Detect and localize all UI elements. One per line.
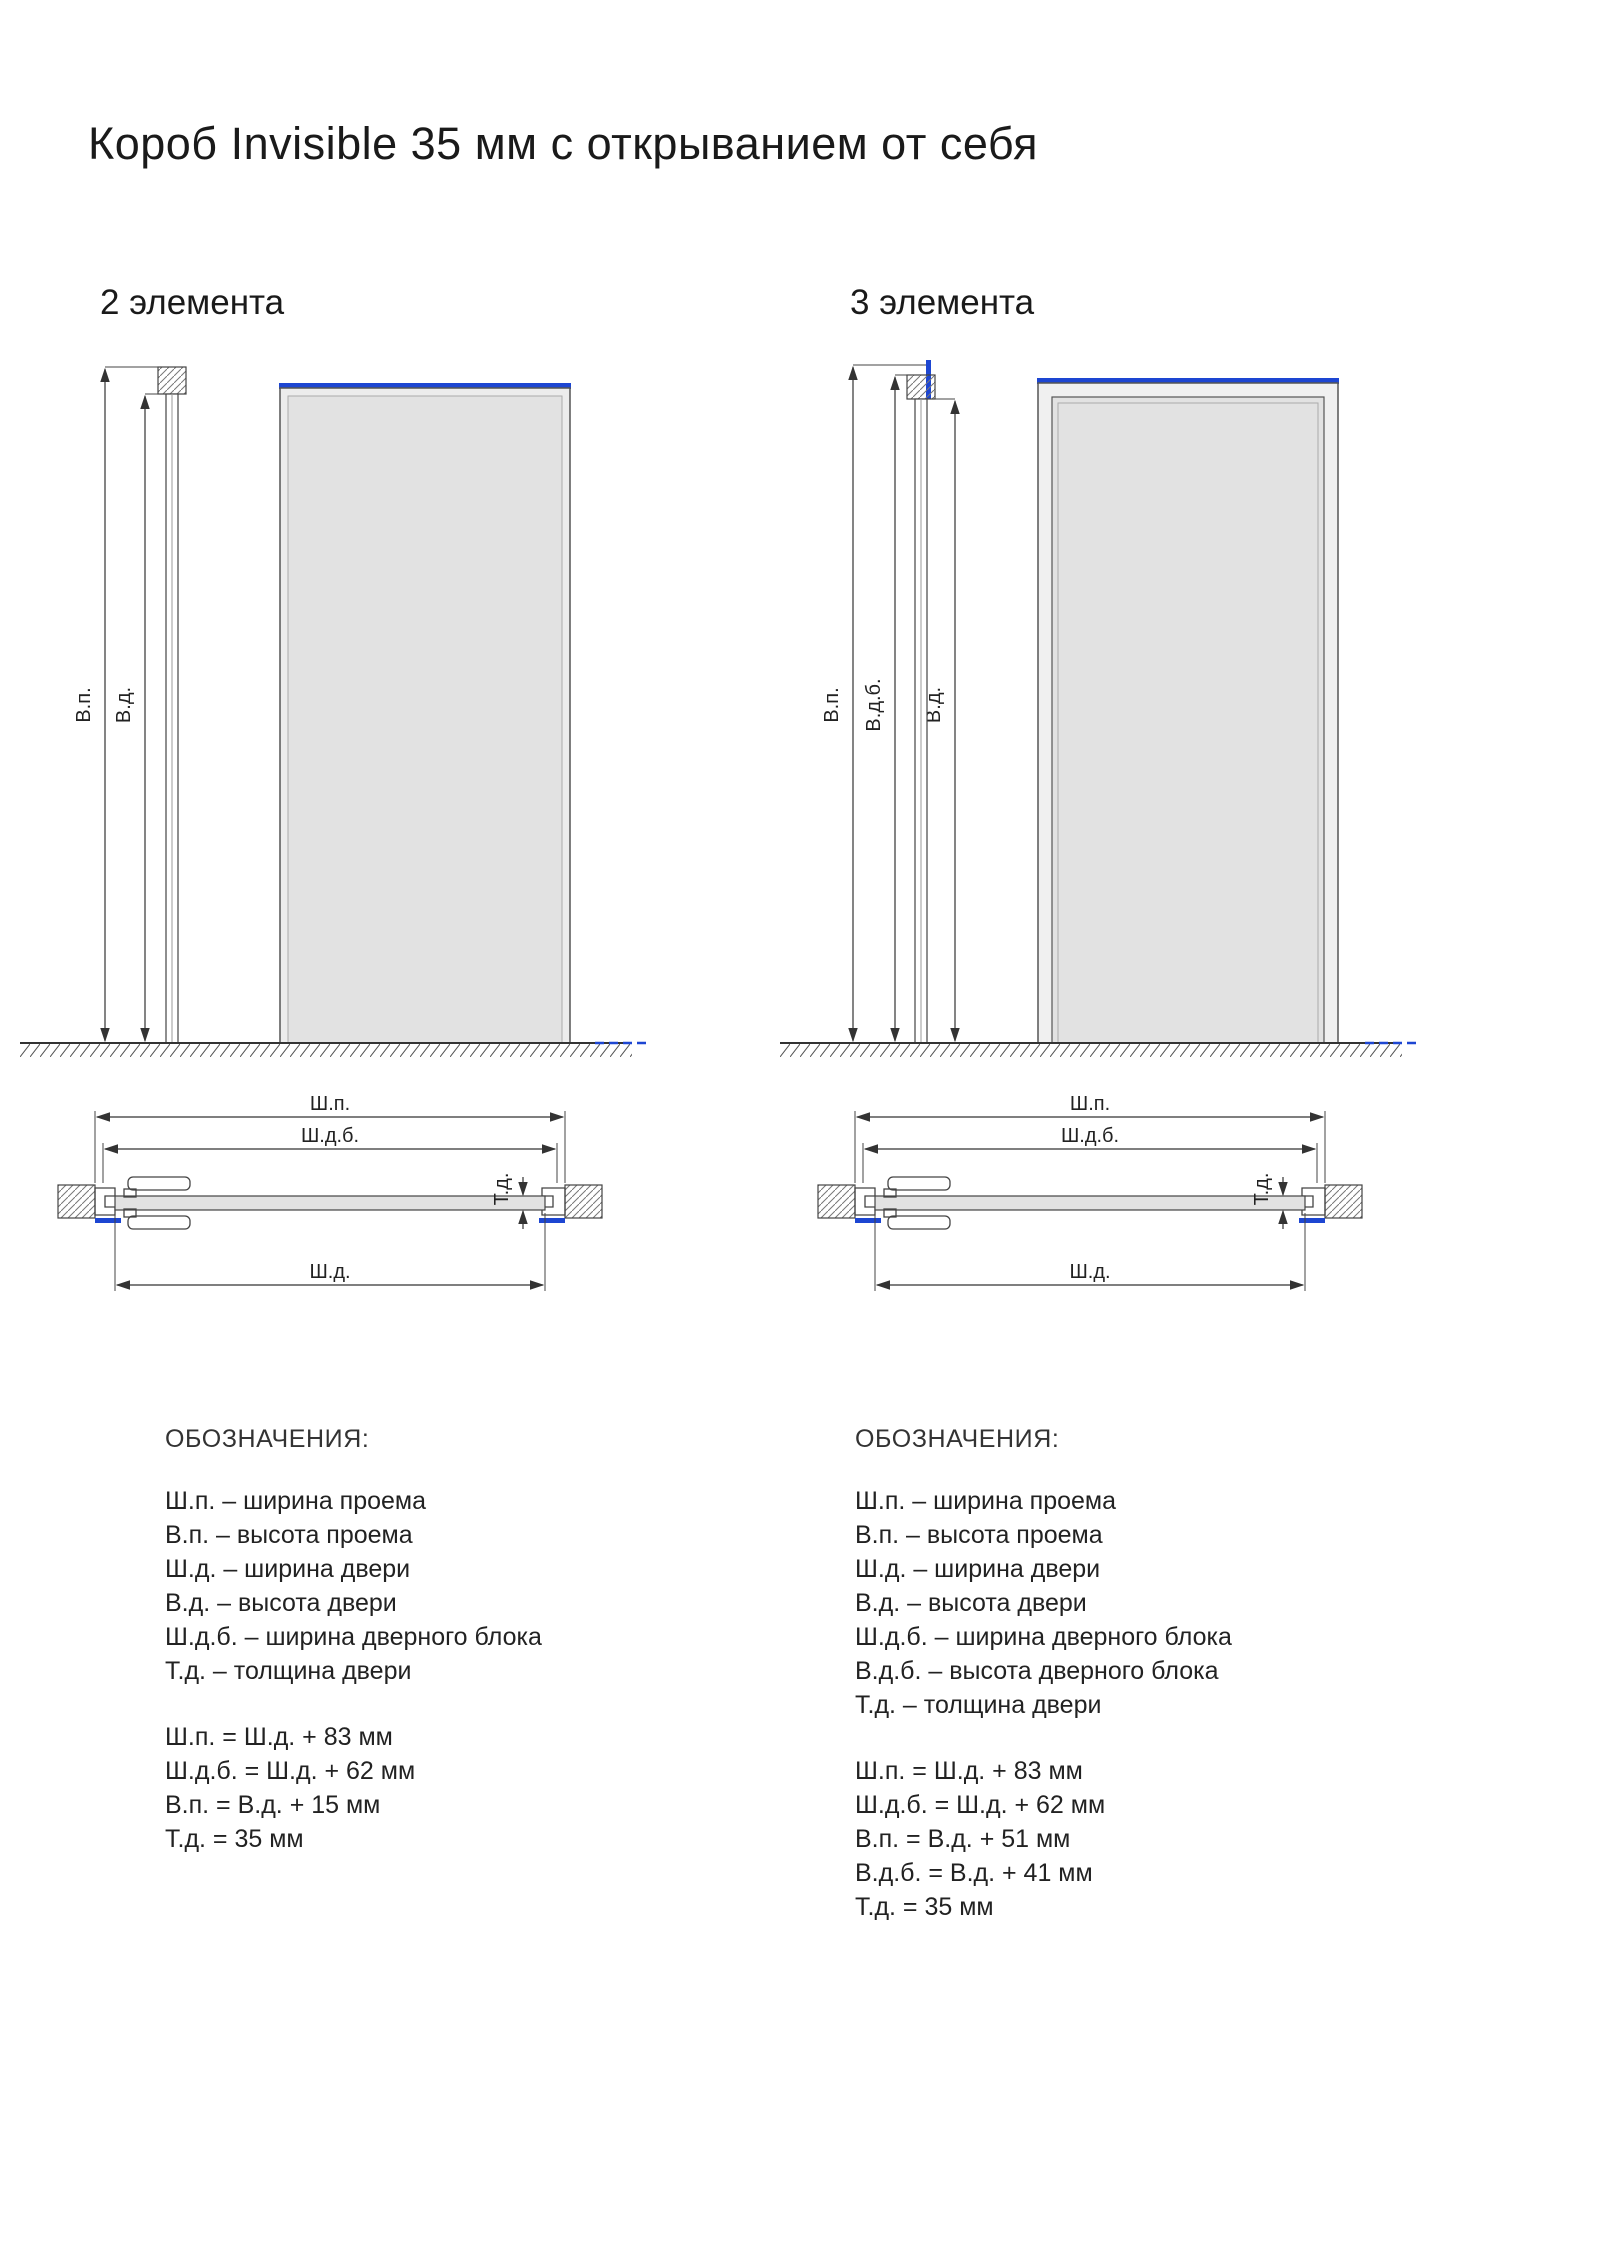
dim-label-shd: Ш.д. xyxy=(309,1261,350,1283)
door-elevation xyxy=(279,383,571,1044)
frame-jamb-left xyxy=(94,1187,121,1223)
legend-formula: Ш.п. = Ш.д. + 83 мм xyxy=(165,1723,393,1751)
legend-definition: В.д.б. – высота дверного блока xyxy=(855,1657,1219,1685)
legend-formulas: Ш.п. = Ш.д. + 83 мм Ш.д.б. = Ш.д. + 62 м… xyxy=(855,1754,1375,1924)
page-title: Короб Invisible 35 мм с открыванием от с… xyxy=(88,118,1038,169)
dimension-vd: В.д. xyxy=(923,398,960,1043)
legend-definition: Ш.д. – ширина двери xyxy=(855,1555,1101,1583)
dim-label-td: Т.д. xyxy=(1251,1173,1273,1206)
plan-drawing-3-elements: Ш.п. Ш.д.б. xyxy=(817,1093,1363,1291)
dim-label-td: Т.д. xyxy=(491,1173,513,1206)
dimension-td: Т.д. xyxy=(491,1173,533,1229)
dim-label-shdb: Ш.д.б. xyxy=(1061,1125,1119,1147)
dimension-shp: Ш.п. xyxy=(854,1093,1326,1183)
legend-definition: Т.д. – толщина двери xyxy=(165,1657,412,1685)
legend-definition: В.п. – высота проема xyxy=(165,1521,413,1549)
door-leaf-section xyxy=(165,393,179,1044)
legend-formulas: Ш.п. = Ш.д. + 83 мм Ш.д.б. = Ш.д. + 62 м… xyxy=(165,1720,685,1856)
legend-definition: Ш.п. – ширина проема xyxy=(165,1487,427,1515)
legend-formula: В.д.б. = В.д. + 41 мм xyxy=(855,1859,1093,1887)
legend-definition: В.п. – высота проема xyxy=(855,1521,1103,1549)
frame-jamb-left xyxy=(854,1187,881,1223)
elevation-drawing-2-elements: В.п. В.д. xyxy=(20,366,648,1057)
dim-label-vd: В.д. xyxy=(923,687,945,723)
dimension-vdb: В.д.б. xyxy=(863,374,915,1043)
ground-line xyxy=(780,1041,1418,1057)
hinge-detail xyxy=(883,1176,951,1230)
dim-label-vp: В.п. xyxy=(73,687,95,722)
section-heading-3-elements: 3 элемента xyxy=(850,283,1035,322)
legend-definitions: Ш.п. – ширина проема В.п. – высота проем… xyxy=(165,1484,685,1688)
dimension-vd: В.д. xyxy=(113,393,166,1043)
dim-label-shd: Ш.д. xyxy=(1069,1261,1110,1283)
legend-formula: В.п. = В.д. + 51 мм xyxy=(855,1825,1071,1853)
hinge-detail xyxy=(123,1176,191,1230)
wall-section-left xyxy=(817,1184,856,1219)
dim-label-shp: Ш.п. xyxy=(1070,1093,1110,1115)
section-heading-2-elements: 2 элемента xyxy=(100,283,285,322)
dim-label-shp: Ш.п. xyxy=(310,1093,350,1115)
plan-drawing-2-elements: Ш.п. Ш.д.б. xyxy=(57,1093,603,1291)
ground-line xyxy=(20,1041,648,1057)
legend-definition: Т.д. – толщина двери xyxy=(855,1691,1102,1719)
legend-definition: В.д. – высота двери xyxy=(165,1589,397,1617)
door-leaf-plan xyxy=(114,1195,546,1211)
frame-jamb-right xyxy=(539,1187,566,1223)
legend-formula: В.п. = В.д. + 15 мм xyxy=(165,1791,381,1819)
legend-formula: Ш.д.б. = Ш.д. + 62 мм xyxy=(855,1791,1106,1819)
wall-section-right xyxy=(564,1184,603,1219)
dimension-shdb: Ш.д.б. xyxy=(102,1125,558,1183)
elevation-drawing-3-elements: В.п. В.д.б. В.д. xyxy=(780,360,1418,1057)
legend-definition: В.д. – высота двери xyxy=(855,1589,1087,1617)
door-block-elevation xyxy=(1037,378,1339,1044)
dim-label-vdb: В.д.б. xyxy=(863,678,885,731)
legend-2-elements: ОБОЗНАЧЕНИЯ: Ш.п. – ширина проема В.п. –… xyxy=(165,1425,685,1856)
frame-header-section xyxy=(906,374,936,400)
frame-jamb-right xyxy=(1299,1187,1326,1223)
door-leaf-plan xyxy=(874,1195,1306,1211)
wall-section-left xyxy=(57,1184,96,1219)
legend-formula: Т.д. = 35 мм xyxy=(165,1825,304,1853)
dim-label-vd: В.д. xyxy=(113,687,135,723)
dimension-vp: В.п. xyxy=(821,364,930,1043)
legend-formula: Ш.д.б. = Ш.д. + 62 мм xyxy=(165,1757,416,1785)
legend-formula: Ш.п. = Ш.д. + 83 мм xyxy=(855,1757,1083,1785)
dimension-shp: Ш.п. xyxy=(94,1093,566,1183)
door-leaf-section xyxy=(914,398,928,1044)
dimension-shdb: Ш.д.б. xyxy=(862,1125,1318,1183)
legend-title: ОБОЗНАЧЕНИЯ: xyxy=(855,1425,1060,1453)
dimension-vp: В.п. xyxy=(73,366,160,1043)
legend-definition: Ш.д.б. – ширина дверного блока xyxy=(165,1623,542,1651)
wall-section-right xyxy=(1324,1184,1363,1219)
dim-label-vp: В.п. xyxy=(821,687,843,722)
legend-3-elements: ОБОЗНАЧЕНИЯ: Ш.п. – ширина проема В.п. –… xyxy=(855,1425,1375,1924)
dimension-td: Т.д. xyxy=(1251,1173,1293,1229)
legend-definitions: Ш.п. – ширина проема В.п. – высота проем… xyxy=(855,1484,1375,1722)
dimension-shd: Ш.д. xyxy=(874,1213,1306,1291)
dimension-shd: Ш.д. xyxy=(114,1213,546,1291)
legend-definition: Ш.д.б. – ширина дверного блока xyxy=(855,1623,1232,1651)
legend-title: ОБОЗНАЧЕНИЯ: xyxy=(165,1425,370,1453)
dim-label-shdb: Ш.д.б. xyxy=(301,1125,359,1147)
legend-definition: Ш.п. – ширина проема xyxy=(855,1487,1117,1515)
legend-formula: Т.д. = 35 мм xyxy=(855,1893,994,1921)
legend-definition: Ш.д. – ширина двери xyxy=(165,1555,411,1583)
frame-header-section xyxy=(157,366,187,395)
